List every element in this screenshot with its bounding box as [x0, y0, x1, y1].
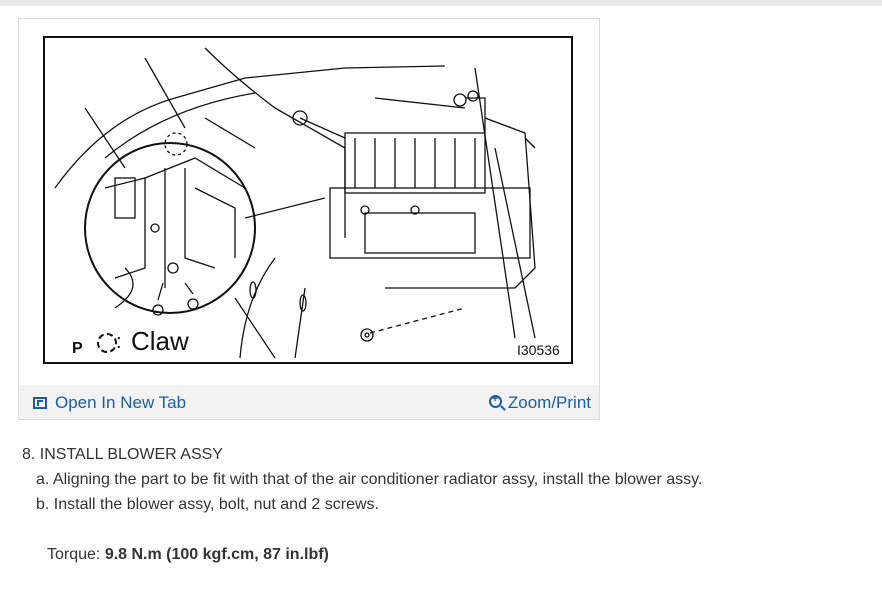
figure-card: P : Claw I30536 Open In New Tab Zoom/Pri…: [18, 18, 600, 420]
step-b-text: b. Install the blower assy, bolt, nut an…: [36, 496, 379, 513]
zoom-print-link[interactable]: Zoom/Print: [488, 393, 591, 413]
zoom-print-label: Zoom/Print: [507, 393, 591, 412]
zoom-icon: [488, 393, 502, 408]
legend-symbol: P: [72, 340, 83, 357]
figure-number: I30536: [517, 342, 560, 358]
open-in-new-tab-label: Open In New Tab: [55, 393, 187, 412]
diagram-drawing: [54, 47, 536, 359]
open-in-new-tab-link[interactable]: Open In New Tab: [33, 393, 186, 413]
procedure-title: 8. INSTALL BLOWER ASSY: [22, 446, 223, 463]
top-bar: [0, 0, 882, 6]
legend-colon: :: [116, 331, 122, 353]
torque-spec: Torque: 9.8 N.m (100 kgf.cm, 87 in.lbf): [47, 546, 329, 564]
torque-value: 9.8 N.m (100 kgf.cm, 87 in.lbf): [104, 546, 329, 563]
step-a-text: a. Aligning the part to be fit with that…: [36, 471, 703, 488]
blower-assy-diagram: P : Claw I30536: [43, 36, 573, 364]
torque-label: Torque:: [47, 546, 105, 563]
figure-actions-bar: Open In New Tab Zoom/Print: [19, 385, 599, 419]
claw-dashed-circle-icon: [97, 333, 117, 353]
legend-label: Claw: [131, 326, 189, 356]
open-new-tab-icon: [33, 397, 47, 409]
